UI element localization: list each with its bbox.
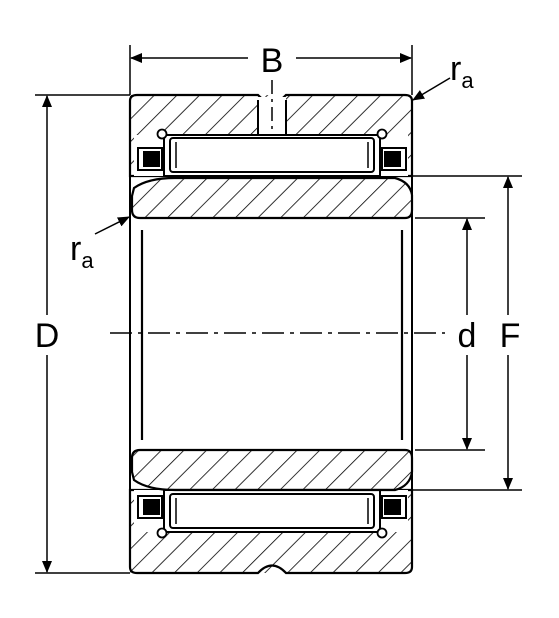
dimension-d — [35, 94, 130, 574]
dimension-b — [129, 45, 413, 95]
radius-top-leader — [412, 77, 451, 101]
dimension-f-label: F — [500, 317, 521, 355]
roller-top — [156, 128, 388, 173]
seal-top-left — [137, 147, 163, 171]
radius-top-r: r — [450, 50, 461, 88]
dimension-d-label: D — [35, 317, 60, 355]
radius-left-r: r — [70, 230, 81, 268]
seal-top-right — [381, 147, 407, 171]
radius-left-leader — [94, 216, 130, 235]
inner-ring-top — [130, 176, 414, 220]
radius-top-sub: a — [461, 68, 474, 93]
dimension-bore-label: d — [458, 317, 477, 355]
radius-left-label: ra — [70, 230, 94, 273]
inner-ring-bottom — [130, 448, 414, 492]
seal-bottom-right — [381, 495, 407, 519]
roller-bottom — [156, 493, 388, 539]
dimension-b-label: B — [261, 42, 284, 80]
dimension-bore — [415, 217, 485, 451]
dimension-f — [412, 175, 522, 491]
radius-left-sub: a — [81, 248, 94, 273]
seal-bottom-left — [137, 495, 163, 519]
radius-top-label: ra — [450, 50, 474, 93]
